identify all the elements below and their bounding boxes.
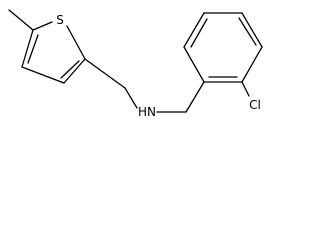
- bond-thiophene-c3-c3-double: [60, 60, 80, 79]
- molecule-drawing: S HN Cl: [8, 9, 263, 119]
- bond-benzene-c5-c6: [183, 12, 205, 48]
- atom-sulfur-label: S: [56, 13, 64, 27]
- atom-chlorine-label: Cl: [249, 98, 261, 112]
- bond-benzene-inner-2: [238, 17, 257, 46]
- atom-amine-label: HN: [138, 105, 156, 119]
- bond-methyl: [8, 9, 34, 31]
- bond-ch2-benzene: [185, 81, 205, 113]
- bond-benzene-inner-3: [190, 18, 208, 48]
- bond-thiophene-c4-c5-double: [27, 34, 39, 64]
- bond-benzene-c2-c3: [241, 46, 263, 83]
- structure-canvas: S HN Cl: [0, 0, 271, 122]
- bond-benzene-c3-c4: [241, 12, 263, 48]
- bond-ch2-n-left: [124, 87, 138, 109]
- bond-thiophene-ch2: [84, 58, 126, 89]
- bond-thiophene-s-c2: [66, 25, 86, 60]
- bond-thiophene-c2-c3: [63, 58, 86, 84]
- bond-thiophene-c3-c4: [21, 66, 65, 84]
- bond-thiophene-c4-c5: [21, 29, 34, 68]
- bond-benzene-cl: [241, 81, 250, 97]
- bond-thiophene-c5-s: [32, 21, 53, 31]
- bond-benzene-c6-c1: [183, 46, 205, 83]
